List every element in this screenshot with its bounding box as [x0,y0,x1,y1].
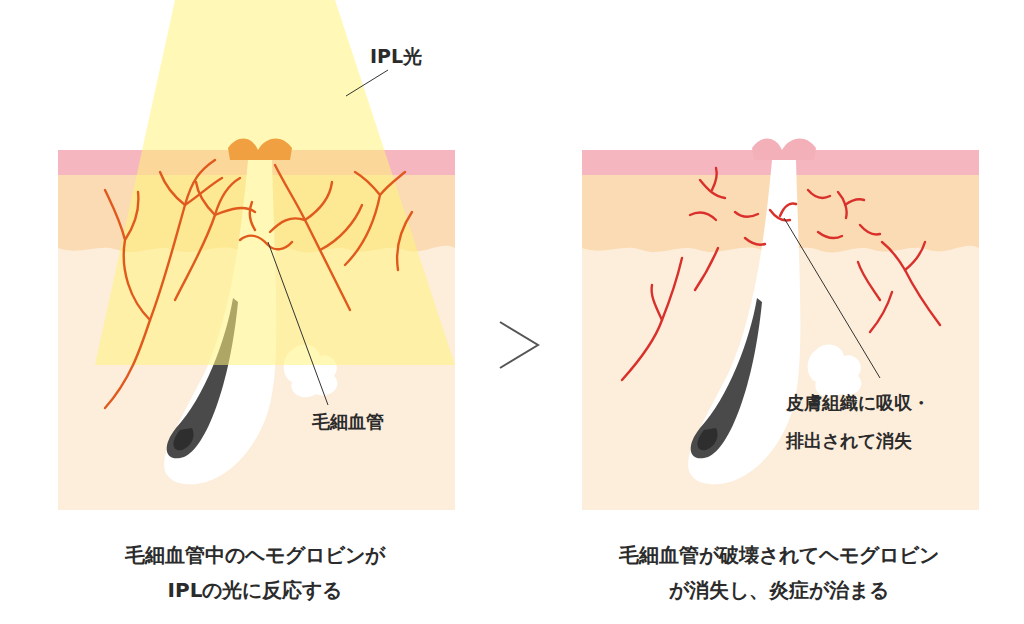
pore [228,138,292,160]
pore [752,138,816,160]
transition-chevron [500,322,538,368]
leader-line [268,242,328,405]
skin-section [582,150,979,510]
vessel-label: 毛細血管 [312,410,422,433]
process-note: 皮膚組織に吸収・ 排出されて消失 [786,384,976,460]
leader-line [346,70,388,96]
light-label: IPL光 [370,44,460,69]
panel-caption: 毛細血管が破壊されてヘモグロビン が消失し、炎症が治まる [594,538,964,608]
capillaries [105,160,412,408]
leader-line [784,218,880,378]
damaged-capillaries [622,168,940,380]
panel-caption: 毛細血管中のヘモグロビンが IPLの光に反応する [70,538,440,608]
